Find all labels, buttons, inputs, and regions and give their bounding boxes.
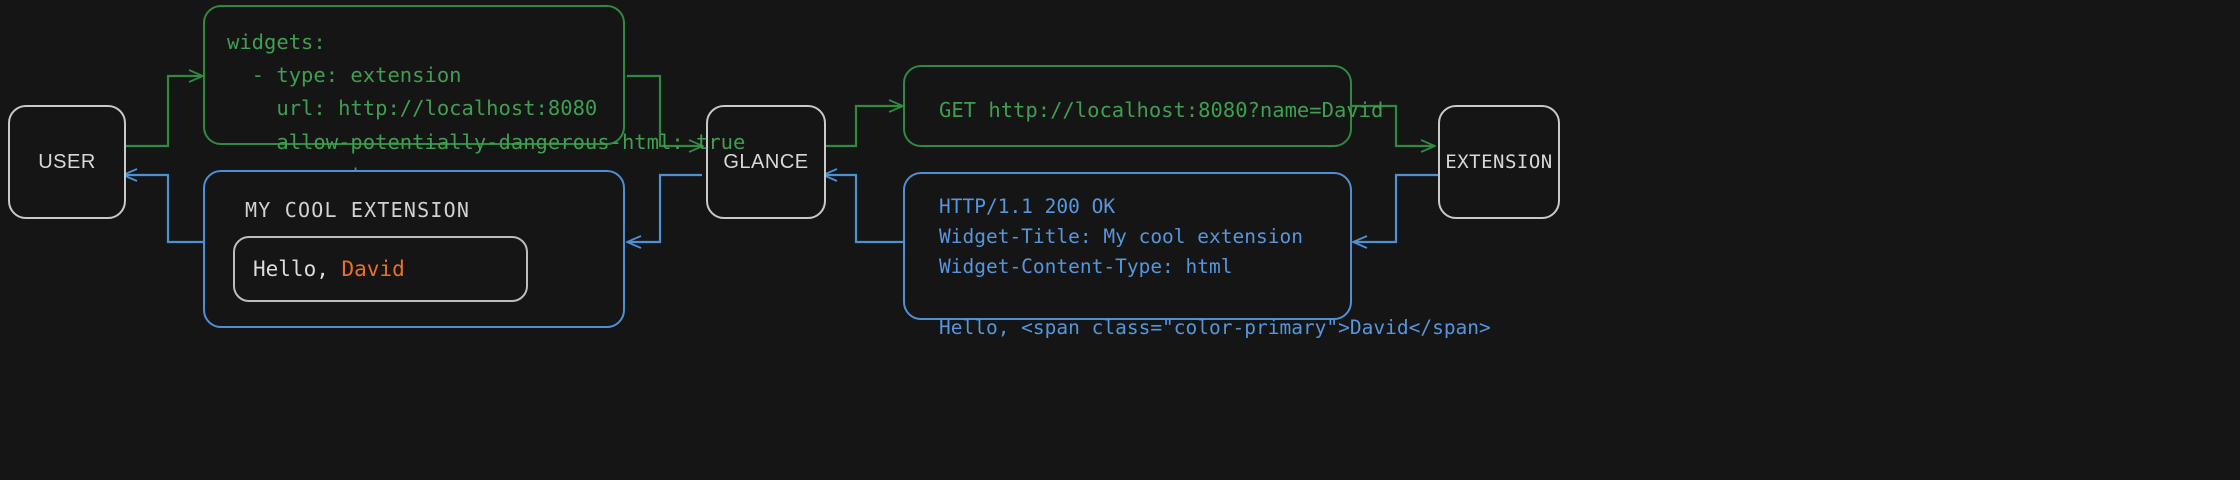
arrow-response-to-glance [824, 175, 903, 244]
widget-name-accent: David [341, 257, 405, 281]
widget-card-title: MY COOL EXTENSION [245, 198, 471, 222]
node-user[interactable]: USER [8, 105, 126, 219]
node-extension[interactable]: EXTENSION [1438, 105, 1560, 219]
config-card: widgets: - type: extension url: http://l… [203, 5, 745, 220]
widget-greeting-text: Hello, [253, 257, 342, 281]
request-card-text: GET http://localhost:8080?name=David [939, 98, 1384, 122]
node-user-label: USER [38, 150, 96, 173]
node-glance-label: GLANCE [723, 150, 809, 173]
widget-card-body: Hello, David [233, 236, 528, 302]
response-card: HTTP/1.1 200 OK Widget-Title: My cool ex… [903, 172, 1491, 339]
node-glance[interactable]: GLANCE [706, 105, 826, 219]
request-card: GET http://localhost:8080?name=David [903, 65, 1384, 147]
widget-card: MY COOL EXTENSION Hello, David [203, 170, 625, 328]
arrow-widget-to-user [124, 175, 203, 244]
node-extension-label: EXTENSION [1445, 151, 1553, 173]
arrow-glance-to-widget [628, 173, 702, 242]
arrow-user-to-config [122, 76, 202, 148]
arrow-glance-to-request [822, 106, 902, 148]
response-card-text: HTTP/1.1 200 OK Widget-Title: My cool ex… [939, 195, 1491, 339]
widget-greeting: Hello, David [235, 257, 405, 281]
